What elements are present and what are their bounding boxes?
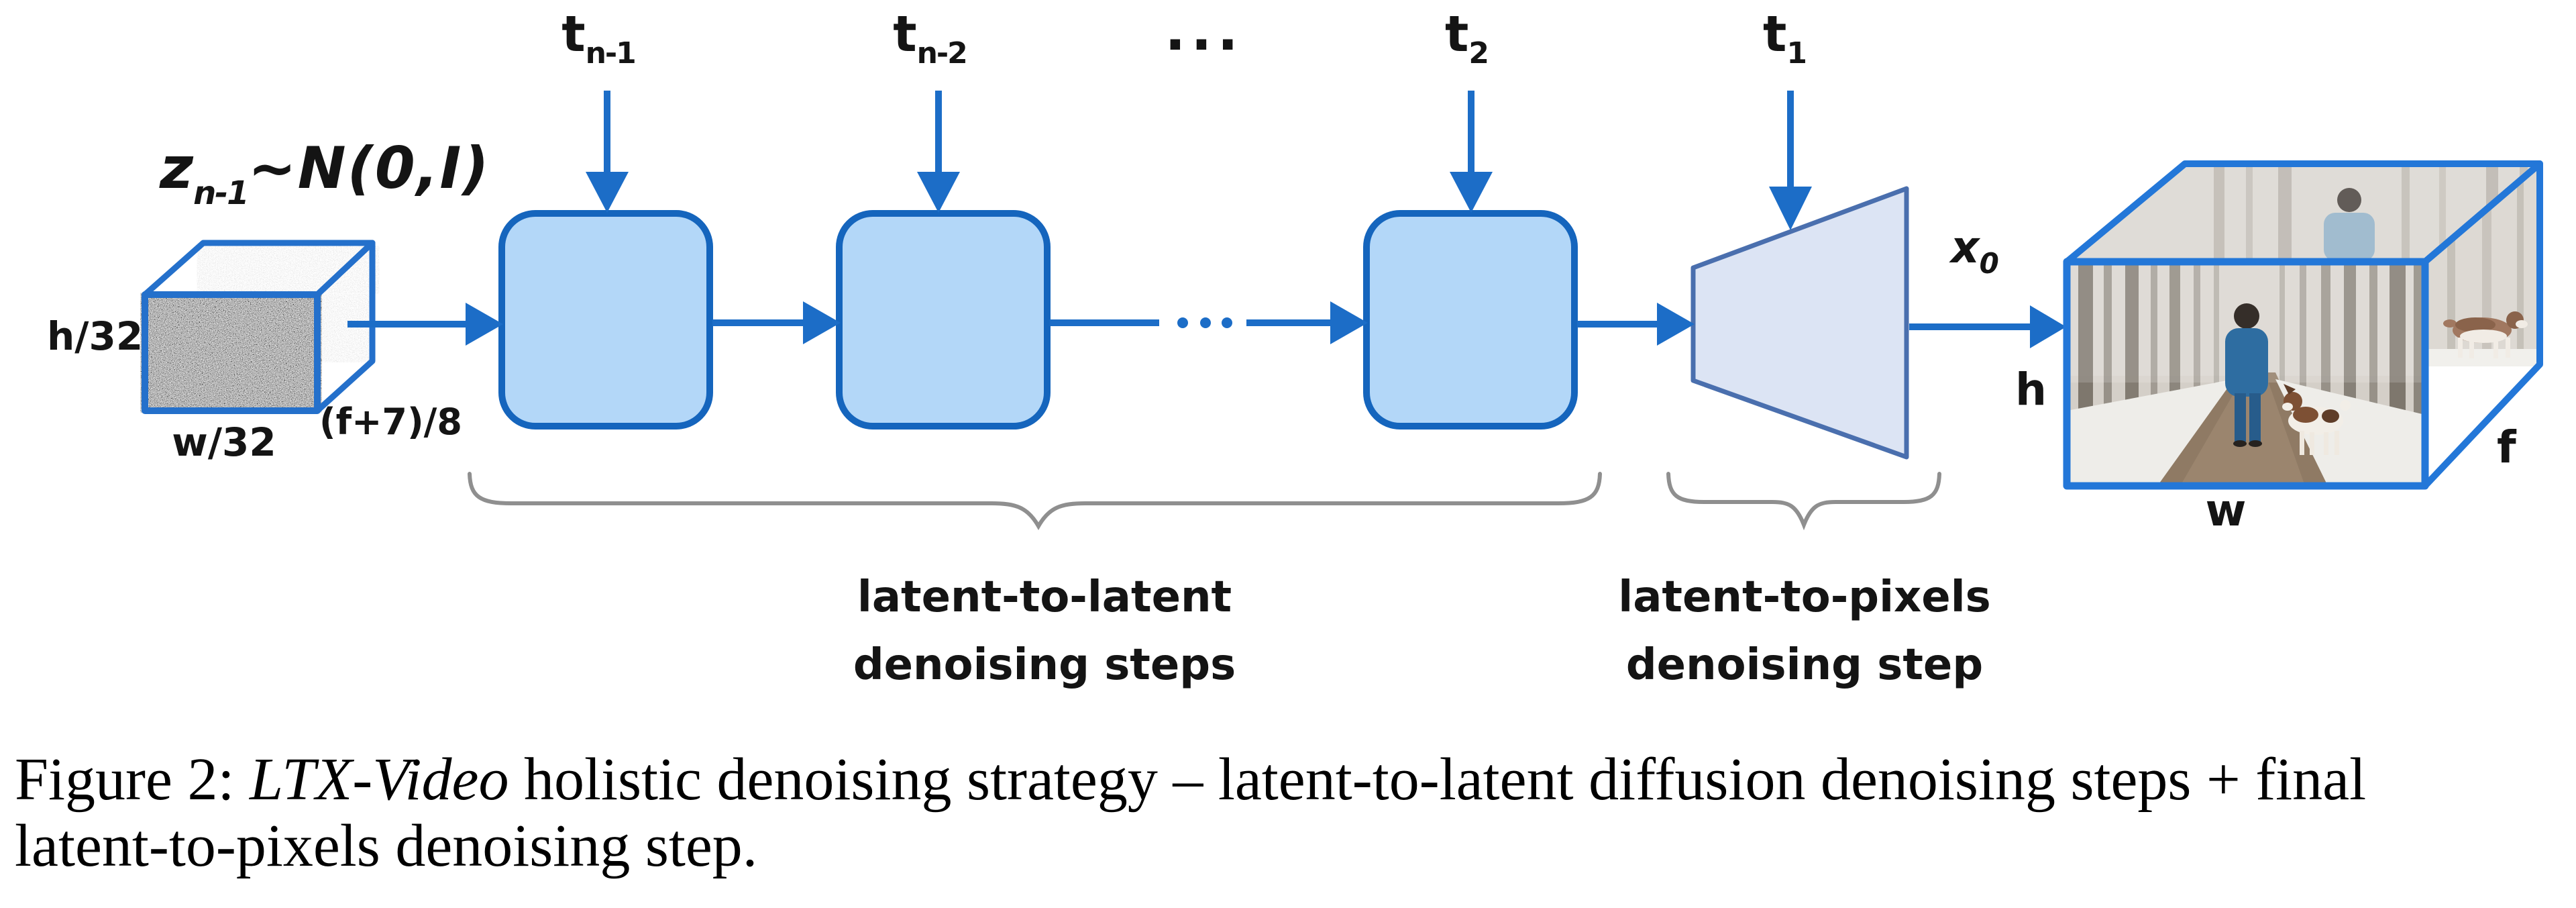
latent-to-pixels-decoder — [1690, 186, 1909, 460]
flow-dot — [1222, 317, 1232, 328]
brace-latent-to-pixels — [1666, 472, 1941, 531]
output-variable-label: x0 — [1951, 221, 1999, 280]
flow-dot — [1200, 317, 1211, 328]
denoising-pipeline-diagram — [142, 91, 2543, 531]
timestep-label-1: t1 — [1763, 5, 1807, 70]
noise-distribution-label: zn-1~N(0,I) — [160, 135, 490, 212]
latent-to-latent-line1: latent-to-latent — [857, 572, 1232, 622]
latent-to-pixels-line1: latent-to-pixels — [1618, 572, 1991, 622]
noise-texture-front — [149, 299, 313, 407]
latent-denoising-block-3 — [1363, 210, 1578, 430]
timesteps-ellipsis: ... — [1165, 0, 1244, 63]
latent-to-latent-caption: latent-to-latent denoising steps — [853, 564, 1236, 699]
flow-arrows — [347, 91, 2066, 348]
caption-line-1: Figure 2: LTX-Video holistic denoising s… — [15, 746, 2367, 813]
noise-latent-cube — [142, 240, 376, 414]
flow-dot — [1177, 317, 1188, 328]
latent-height-label: h/32 — [47, 313, 144, 359]
video-width-label: w — [2205, 485, 2247, 536]
latent-frames-label: (f+7)/8 — [319, 401, 462, 443]
latent-to-pixels-caption: latent-to-pixels denoising step — [1618, 564, 1990, 699]
video-frame-front-image — [2067, 262, 2425, 486]
latent-to-pixels-line2: denoising step — [1625, 640, 1984, 690]
noise-texture-side — [320, 297, 370, 359]
figure-caption: Figure 2: LTX-Video holistic denoising s… — [15, 746, 2571, 879]
timestep-label-n2: tn-2 — [893, 5, 968, 70]
caption-line-2: latent-to-pixels denoising step. — [15, 813, 758, 879]
latent-to-latent-line2: denoising steps — [853, 640, 1236, 690]
latent-denoising-block-1 — [498, 210, 713, 430]
video-height-label: h — [2015, 364, 2047, 415]
video-frames-label: f — [2497, 421, 2516, 473]
timestep-label-2: t2 — [1445, 5, 1489, 70]
timestep-label-n1: tn-1 — [561, 5, 637, 70]
latent-denoising-block-2 — [836, 210, 1051, 430]
brace-latent-to-latent — [468, 472, 1602, 531]
caption-paper-name: LTX-Video — [249, 746, 509, 813]
latent-width-label: w/32 — [172, 419, 276, 465]
output-video-cube — [2063, 160, 2543, 490]
